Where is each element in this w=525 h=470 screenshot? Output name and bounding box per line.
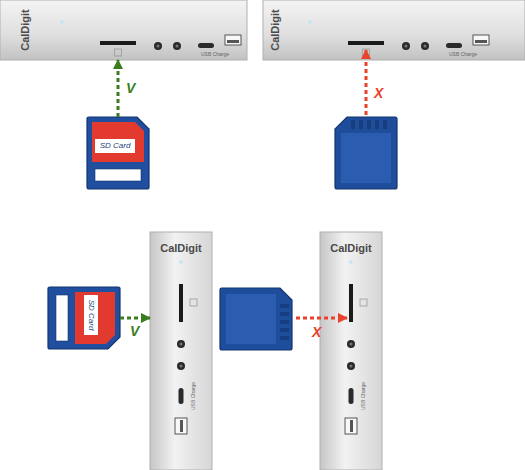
brand-name: CalDigit [270, 9, 281, 51]
dock-vertical: CalDigitUSB Charge [150, 232, 212, 470]
wrong-arrow [296, 317, 347, 320]
card-label: SD Card [100, 142, 131, 150]
card-label: SD Card [87, 300, 95, 331]
dock-body [0, 0, 247, 60]
correct-mark: V [126, 81, 135, 95]
correct-mark: V [130, 324, 139, 338]
wrong-mark: X [312, 325, 321, 339]
insert-arrow [120, 317, 150, 320]
dock-horizontal [263, 0, 525, 60]
wrong-mark: X [374, 86, 383, 100]
brand-name: CalDigit [330, 243, 372, 254]
wrong-arrow [365, 50, 368, 115]
dock-body [320, 232, 382, 470]
dock-ports [308, 20, 489, 56]
dock-horizontal [0, 0, 247, 60]
dock-ports [60, 20, 241, 56]
brand-name: CalDigit [160, 243, 202, 254]
dock-vertical [320, 232, 382, 470]
sd-card: SD Card [48, 287, 120, 349]
dock-ports [345, 260, 367, 434]
insert-arrow [117, 60, 120, 117]
dock-horizontal: CalDigitUSB Charge [0, 0, 247, 60]
sd-card-front [48, 287, 120, 349]
dock-horizontal: CalDigitUSB Charge [263, 0, 525, 60]
port-label: USB Charge [449, 52, 477, 57]
brand-name: CalDigit [20, 9, 31, 51]
port-label: USB Charge [191, 382, 196, 410]
port-label: USB Charge [361, 382, 366, 410]
sd-card: SD Card [87, 117, 149, 189]
sd-card-back [220, 288, 292, 350]
dock-body [263, 0, 525, 60]
dock-vertical [150, 232, 212, 470]
sd-card-front [87, 117, 149, 189]
port-label: USB Charge [201, 52, 229, 57]
dock-ports [175, 260, 197, 434]
sd-card-back [335, 117, 397, 189]
dock-body [150, 232, 212, 470]
dock-vertical: CalDigitUSB Charge [320, 232, 382, 470]
